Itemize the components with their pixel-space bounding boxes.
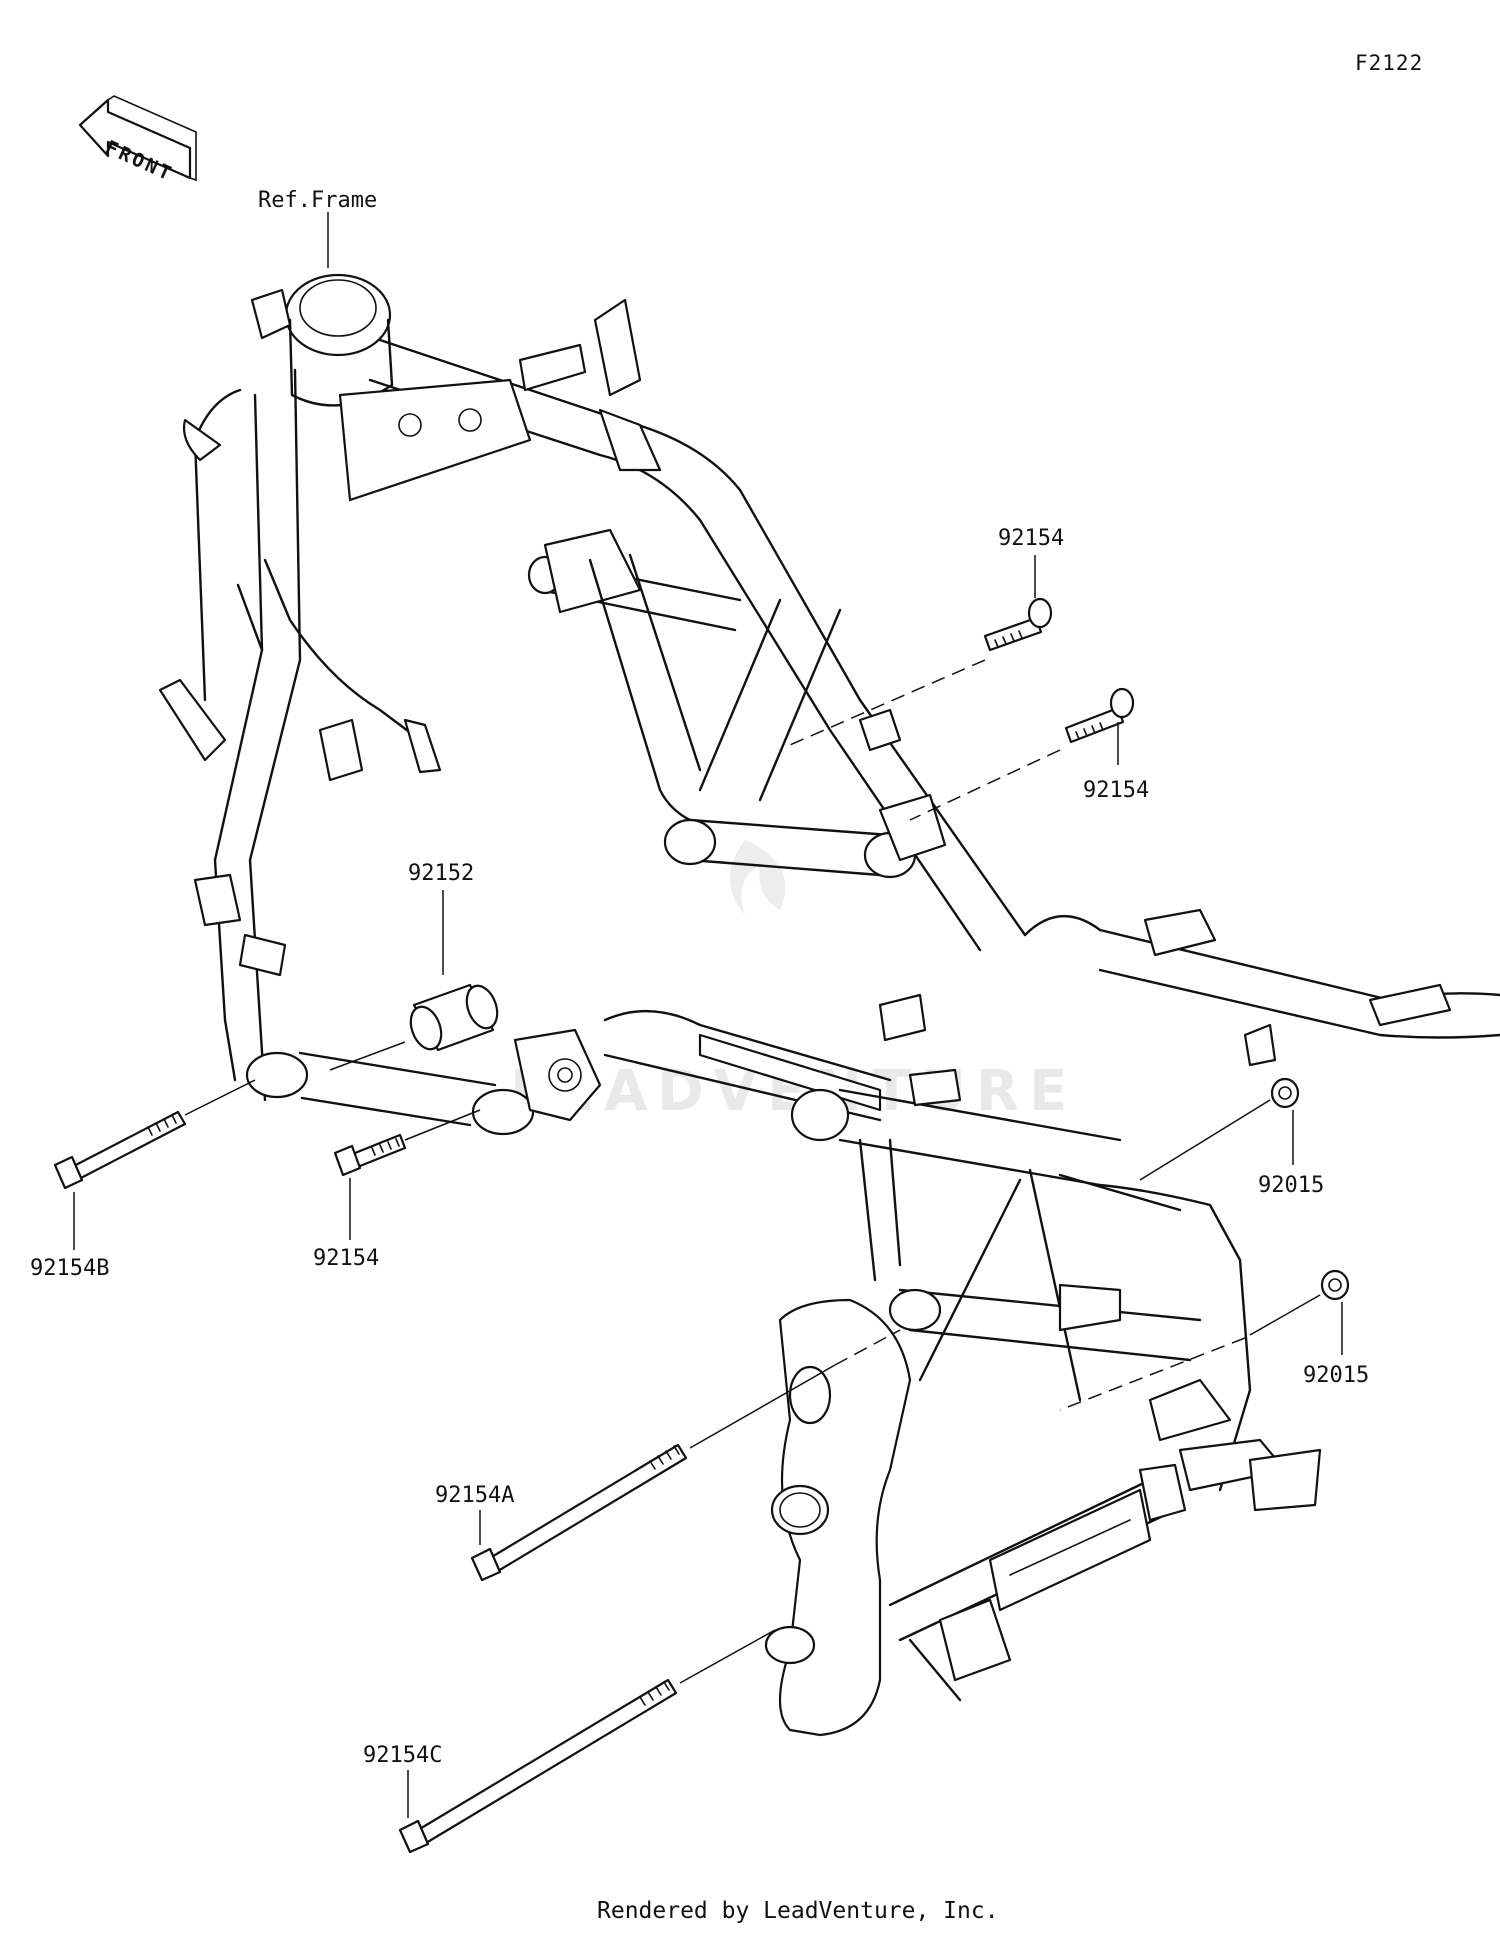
- collar-axis: [329, 1041, 406, 1071]
- footer-credit: Rendered by LeadVenture, Inc.: [597, 1898, 999, 1924]
- bolt-front-lower: 92154: [313, 1133, 407, 1271]
- frame-drawing: [158, 273, 1500, 1737]
- bolt-upper-1-label: 92154: [998, 526, 1064, 551]
- front-arrow-icon: FRONT: [78, 95, 197, 186]
- bolt-92154c: 92154C: [363, 1678, 678, 1854]
- bolt-upper-2: 92154: [1064, 687, 1149, 803]
- bolt-c-label: 92154C: [363, 1743, 442, 1768]
- bolt-front-lower-label: 92154: [313, 1246, 379, 1271]
- bolt-upper-2-axis: [909, 749, 1061, 821]
- bolt-b-axis: [184, 1079, 256, 1116]
- bolt-upper-1-axis: [789, 659, 986, 746]
- bolt-a-label: 92154A: [435, 1483, 514, 1508]
- bolt-upper-2-label: 92154: [1083, 778, 1149, 803]
- bolt-b-label: 92154B: [30, 1256, 109, 1281]
- collar-label: 92152: [408, 861, 474, 886]
- bolt-92154b: 92154B: [30, 1110, 187, 1281]
- bolt-upper-1: 92154: [983, 526, 1064, 652]
- collar-92152: 92152: [408, 861, 499, 1052]
- bolt-92154a: 92154A: [435, 1443, 688, 1582]
- diagram-code: F2122: [1355, 51, 1423, 75]
- nut-2: 92015: [1303, 1269, 1369, 1388]
- nut-2-axis: [1249, 1294, 1321, 1336]
- bolt-c-axis: [679, 1629, 776, 1684]
- nut-2-label: 92015: [1303, 1363, 1369, 1388]
- nut-2-dashed-axis: [1059, 1337, 1246, 1411]
- ref-frame-label: Ref.Frame: [258, 188, 377, 213]
- nut-1-label: 92015: [1258, 1173, 1324, 1198]
- bolt-a-axis: [689, 1364, 836, 1449]
- nut-1-axis: [1139, 1099, 1271, 1181]
- nut-1: 92015: [1258, 1077, 1324, 1198]
- bolt-a-dashed-axis: [834, 1329, 901, 1366]
- bolt-front-lower-axis: [404, 1109, 481, 1141]
